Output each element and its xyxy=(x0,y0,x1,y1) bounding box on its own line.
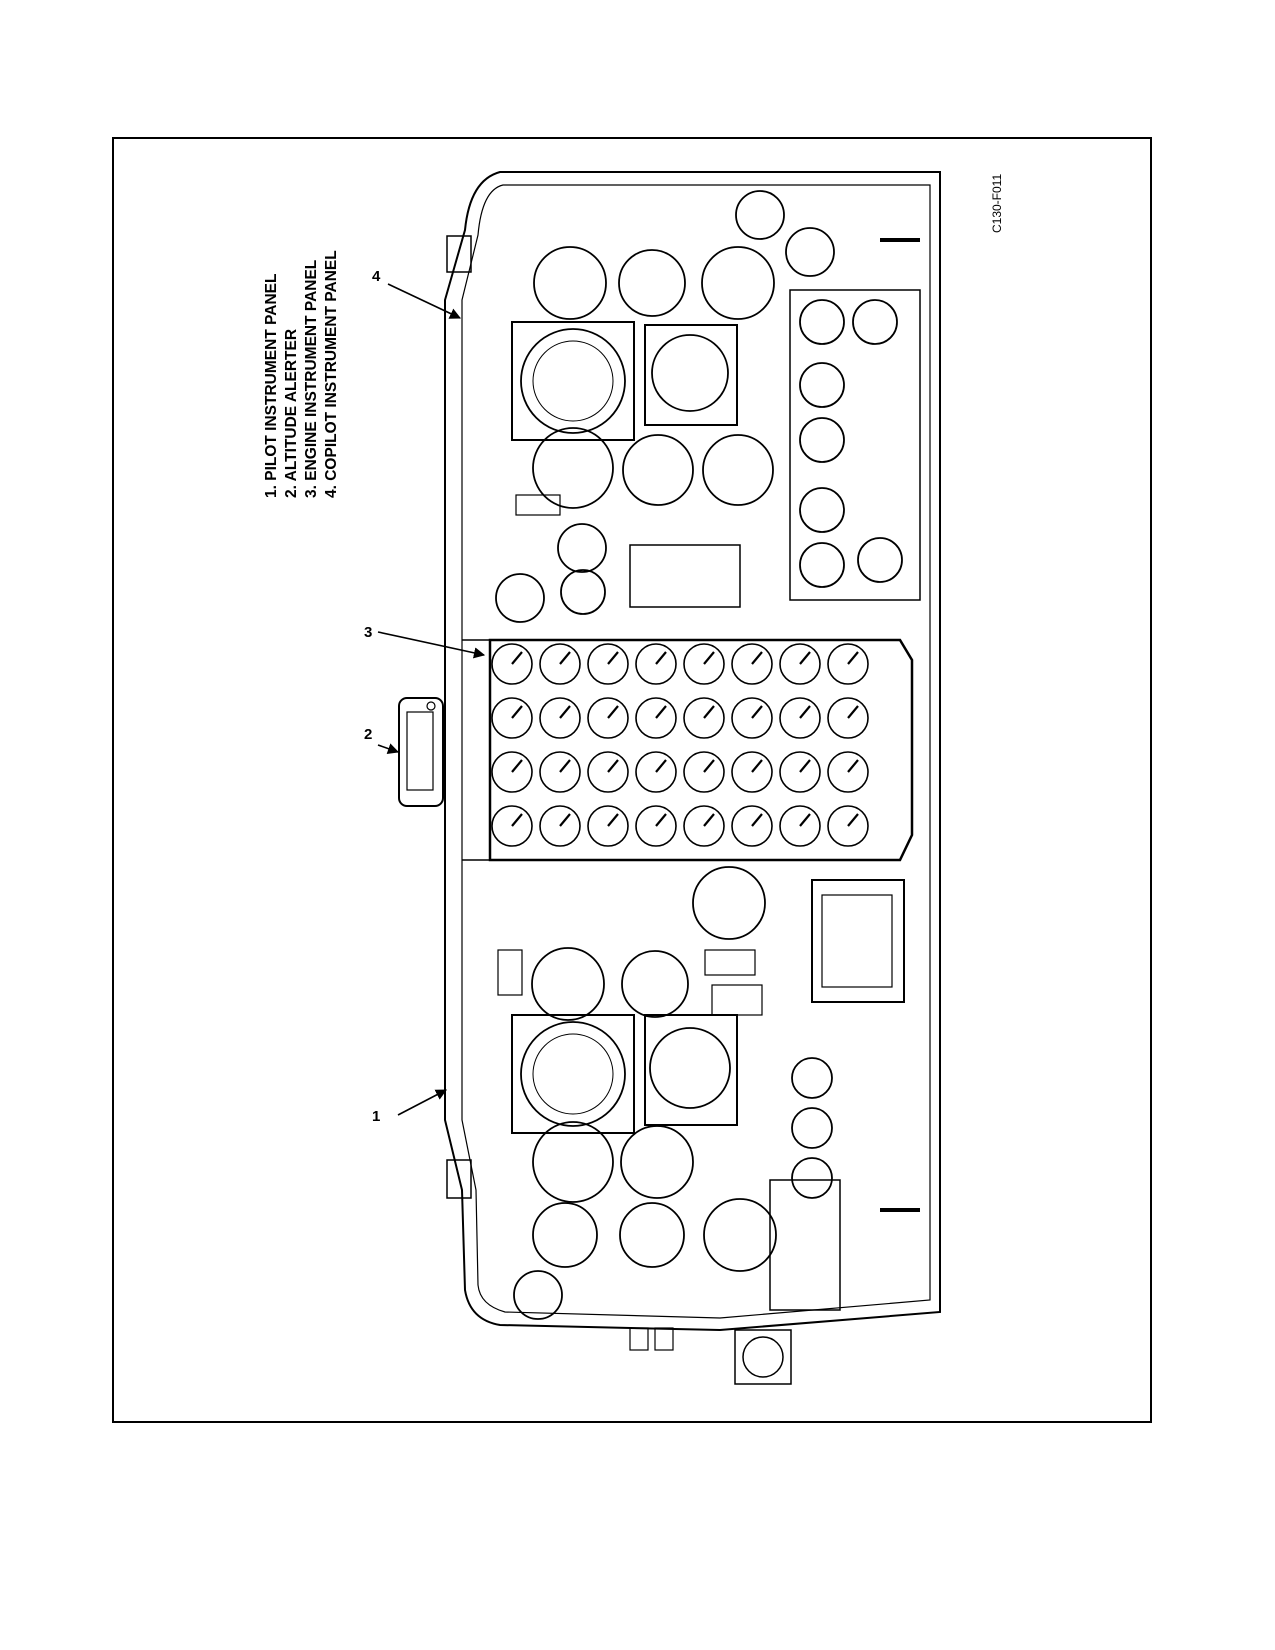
engine-gauge-needle xyxy=(655,651,667,665)
engine-gauge-needle xyxy=(511,651,523,665)
engine-gauge xyxy=(539,697,581,739)
callout-1: 1 xyxy=(372,1108,381,1125)
engine-gauge-needle xyxy=(799,705,811,719)
engine-gauge-needle xyxy=(655,759,667,773)
engine-gauge xyxy=(827,805,869,847)
engine-gauge xyxy=(779,805,821,847)
engine-gauge-needle xyxy=(655,813,667,827)
engine-gauge xyxy=(635,697,677,739)
engine-gauge-needle xyxy=(559,651,571,665)
engine-gauge-needle xyxy=(511,705,523,719)
engine-gauge xyxy=(587,697,629,739)
callout-4: 4 xyxy=(372,268,381,285)
engine-gauge-needle xyxy=(559,759,571,773)
engine-gauge xyxy=(587,751,629,793)
engine-gauge-needle xyxy=(751,813,763,827)
engine-gauge-needle xyxy=(703,759,715,773)
engine-gauge-needle xyxy=(607,759,619,773)
engine-gauge xyxy=(731,751,773,793)
engine-gauge xyxy=(779,643,821,685)
engine-gauge-needle xyxy=(559,705,571,719)
copilot-instruments xyxy=(495,190,903,623)
engine-gauge xyxy=(635,751,677,793)
engine-gauge-needle xyxy=(607,651,619,665)
engine-gauge xyxy=(779,697,821,739)
engine-gauge-needle xyxy=(847,705,859,719)
engine-gauge-needle xyxy=(607,705,619,719)
engine-gauge-needle xyxy=(847,759,859,773)
engine-gauge-needle xyxy=(751,759,763,773)
engine-gauge xyxy=(779,751,821,793)
engine-gauge-needle xyxy=(847,813,859,827)
engine-gauge xyxy=(683,751,725,793)
engine-gauge xyxy=(731,805,773,847)
engine-gauge-needle xyxy=(799,651,811,665)
callout-2: 2 xyxy=(364,726,373,743)
engine-gauge xyxy=(683,643,725,685)
pilot-instruments xyxy=(497,866,833,1320)
engine-gauge-needle xyxy=(751,651,763,665)
engine-gauge xyxy=(635,805,677,847)
engine-gauge-needle xyxy=(559,813,571,827)
panel-inner-outline xyxy=(461,184,931,1319)
engine-gauge xyxy=(635,643,677,685)
engine-gauge-needle xyxy=(511,813,523,827)
engine-gauge xyxy=(491,697,533,739)
engine-gauge xyxy=(587,805,629,847)
engine-gauge-needle xyxy=(751,705,763,719)
engine-gauge-needle xyxy=(703,813,715,827)
engine-gauge xyxy=(539,805,581,847)
engine-gauge xyxy=(827,751,869,793)
engine-gauge xyxy=(827,643,869,685)
engine-gauge xyxy=(827,697,869,739)
engine-gauge-needle xyxy=(799,759,811,773)
engine-gauge xyxy=(491,751,533,793)
engine-gauge-needle xyxy=(703,651,715,665)
engine-gauge xyxy=(683,805,725,847)
engine-gauge xyxy=(587,643,629,685)
engine-gauge-needle xyxy=(847,651,859,665)
engine-gauge xyxy=(539,643,581,685)
engine-gauge xyxy=(539,751,581,793)
panel-outline xyxy=(444,171,941,1332)
engine-panel-outline xyxy=(488,638,914,862)
engine-gauge xyxy=(731,643,773,685)
engine-gauge-needle xyxy=(703,705,715,719)
engine-gauge-needle xyxy=(799,813,811,827)
engine-gauge xyxy=(491,805,533,847)
engine-gauge-needle xyxy=(607,813,619,827)
engine-gauge xyxy=(731,697,773,739)
figure-frame xyxy=(112,137,1152,1423)
pilot-display xyxy=(811,879,905,1003)
engine-gauge-needle xyxy=(511,759,523,773)
engine-gauge xyxy=(683,697,725,739)
callout-3: 3 xyxy=(364,624,373,641)
engine-gauge-needle xyxy=(655,705,667,719)
engine-gauge xyxy=(491,643,533,685)
